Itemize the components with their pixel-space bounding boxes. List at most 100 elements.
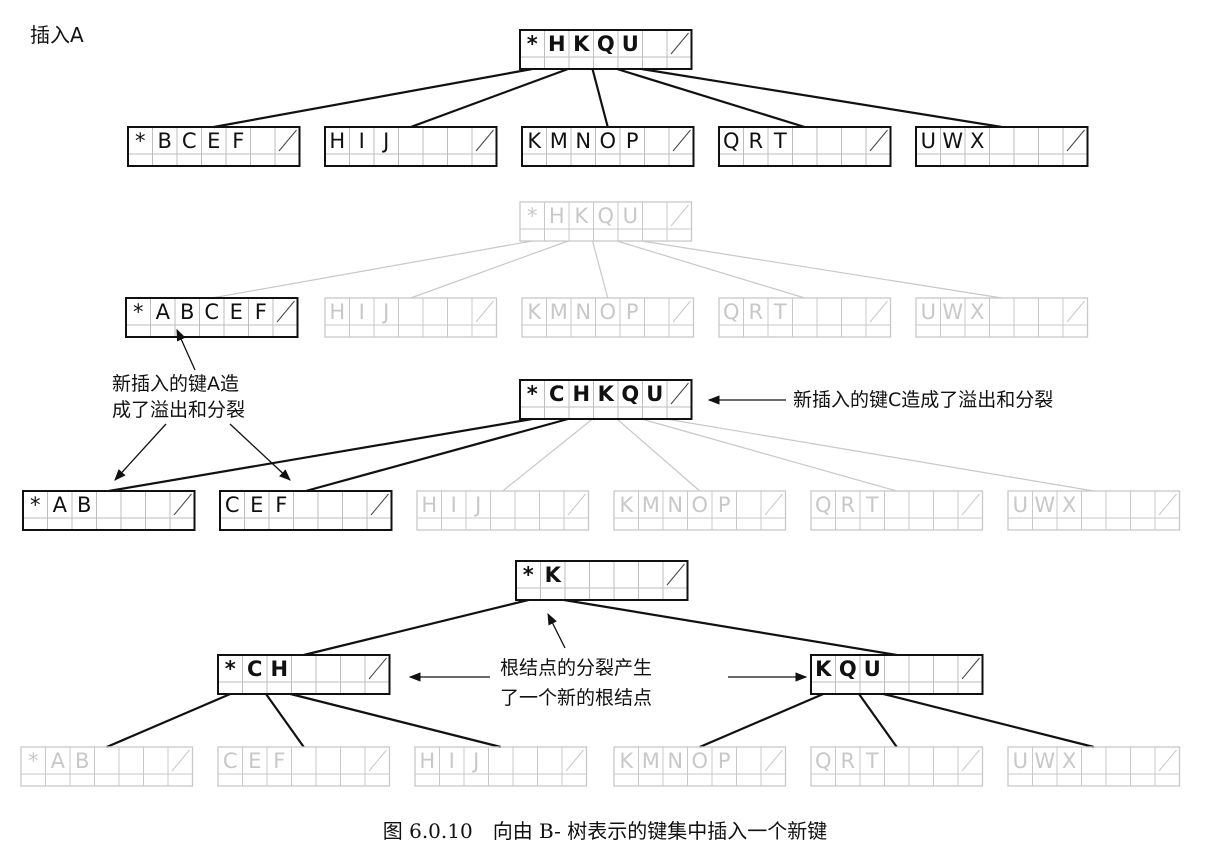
node-key: K bbox=[527, 300, 542, 324]
node-box bbox=[718, 126, 892, 167]
end-slash bbox=[368, 657, 387, 680]
node-box bbox=[810, 490, 984, 531]
node-key: H bbox=[270, 657, 288, 681]
child-pointer-edge bbox=[591, 68, 609, 128]
node-key: R bbox=[748, 129, 763, 153]
node-key: K bbox=[573, 32, 590, 56]
node-key: A bbox=[156, 300, 171, 324]
node-key: Q bbox=[597, 204, 614, 228]
node-key: K bbox=[619, 493, 634, 517]
node-box bbox=[217, 654, 391, 695]
arrow-to-leaf-cef bbox=[229, 423, 291, 481]
child-pointer-edge bbox=[108, 417, 533, 493]
node-key: M bbox=[642, 749, 660, 773]
end-slash bbox=[764, 493, 783, 516]
end-slash bbox=[670, 382, 689, 405]
node-key: Q bbox=[839, 657, 857, 681]
node-key: U bbox=[622, 32, 639, 56]
node-key: K bbox=[545, 563, 562, 587]
annotation-arrows bbox=[114, 328, 808, 682]
sentinel-key: * bbox=[28, 749, 39, 773]
node-key: X bbox=[970, 300, 984, 324]
child-pointer-edge bbox=[641, 418, 897, 492]
node-key: K bbox=[574, 204, 589, 228]
node-key: U bbox=[1013, 749, 1028, 773]
child-pointer-edge bbox=[502, 418, 593, 492]
child-pointer-edge bbox=[616, 67, 806, 129]
sentinel-key: * bbox=[527, 32, 538, 56]
node-key: E bbox=[248, 749, 261, 773]
node-key: U bbox=[864, 657, 881, 681]
sentinel-key: * bbox=[225, 657, 236, 681]
node-box bbox=[22, 490, 196, 531]
node-key: P bbox=[718, 493, 731, 517]
arrow-to-leaf-a bbox=[176, 328, 196, 371]
end-slash bbox=[475, 129, 494, 152]
node-key: T bbox=[773, 300, 787, 324]
node-key: T bbox=[865, 493, 879, 517]
end-slash bbox=[368, 749, 387, 772]
tree-edges bbox=[106, 67, 1095, 749]
end-slash bbox=[173, 493, 192, 516]
end-slash bbox=[961, 657, 980, 680]
node-key: N bbox=[575, 129, 591, 153]
node-key: N bbox=[667, 493, 683, 517]
sentinel-key: * bbox=[527, 204, 538, 228]
node-box bbox=[718, 297, 892, 338]
arrow-to-top-root bbox=[547, 612, 566, 649]
node-key: Q bbox=[723, 129, 740, 153]
node-key: T bbox=[865, 749, 879, 773]
child-pointer-edge bbox=[410, 240, 569, 299]
node-key: U bbox=[646, 382, 663, 406]
node-key: B bbox=[77, 493, 91, 517]
node-key: H bbox=[548, 32, 566, 56]
node-key: O bbox=[599, 129, 616, 153]
node-key: I bbox=[449, 749, 455, 773]
node-box bbox=[519, 201, 693, 242]
sentinel-key: * bbox=[523, 563, 534, 587]
node-box bbox=[20, 746, 194, 787]
node-key: E bbox=[250, 493, 263, 517]
node-box bbox=[416, 490, 590, 531]
node-box bbox=[915, 297, 1089, 338]
end-slash bbox=[171, 749, 190, 772]
node-box bbox=[1007, 746, 1181, 787]
node-key: C bbox=[247, 657, 262, 681]
node-key: E bbox=[230, 300, 243, 324]
node-box bbox=[125, 297, 299, 338]
child-pointer-edge bbox=[211, 240, 533, 299]
child-pointer-edge bbox=[616, 418, 701, 492]
node-box bbox=[515, 560, 689, 601]
node-key: X bbox=[1062, 493, 1076, 517]
node-key: J bbox=[381, 300, 389, 324]
node-key: U bbox=[1013, 493, 1028, 517]
node-box bbox=[810, 746, 984, 787]
node-key: F bbox=[255, 300, 267, 324]
root-split-note: 根结点的分裂产生 了一个新的根结点 bbox=[500, 657, 652, 709]
node-key: H bbox=[549, 204, 565, 228]
child-pointer-edge bbox=[641, 240, 1002, 299]
node-key: W bbox=[942, 129, 963, 153]
child-pointer-edge bbox=[106, 692, 231, 749]
node-key: X bbox=[1062, 749, 1076, 773]
node-key: C bbox=[223, 749, 238, 773]
node-key: R bbox=[748, 300, 763, 324]
overflow-leaf-note-line-1: 新插入的键A造 bbox=[112, 373, 239, 395]
node-key: H bbox=[421, 493, 437, 517]
end-slash bbox=[1066, 300, 1085, 323]
node-key: N bbox=[575, 300, 591, 324]
node-box bbox=[324, 297, 498, 338]
